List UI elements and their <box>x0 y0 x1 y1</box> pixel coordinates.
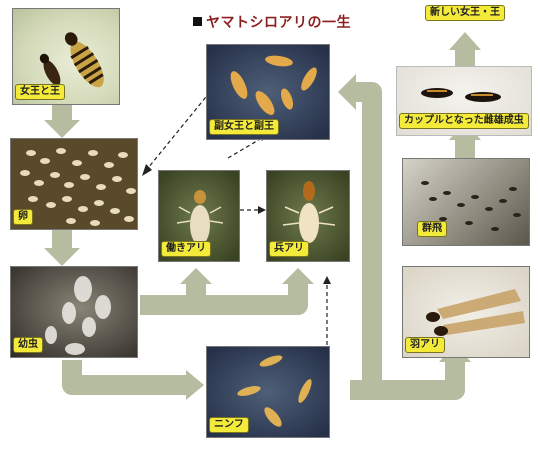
alates-illustration <box>426 289 525 336</box>
arrow-larva-to-worker-soldier <box>140 280 308 315</box>
label-secondary: 副女王と副王 <box>209 119 279 135</box>
photo-nymph: ニンフ <box>206 346 330 438</box>
label-swarm: 群飛 <box>417 221 447 237</box>
photo-eggs: 卵 <box>10 138 138 230</box>
arrowhead-worker <box>180 268 212 284</box>
dashed-secondary-to-egg <box>147 91 211 169</box>
flow-arrows <box>52 48 475 400</box>
nymph-illustration <box>237 355 312 427</box>
photo-secondary-royals: 副女王と副王 <box>206 44 330 140</box>
arrow-nymph-to-secondary <box>350 82 382 400</box>
arrow-larva-to-nymph <box>62 360 188 395</box>
queen-king-illustration <box>39 32 104 88</box>
label-larva: 幼虫 <box>13 337 43 353</box>
photo-worker: 働きアリ <box>158 170 240 262</box>
larvae-illustration <box>45 276 111 355</box>
arrowhead-secondary <box>338 74 356 110</box>
label-queen-king: 女王と王 <box>15 84 65 100</box>
arrowhead-nymph <box>186 370 204 400</box>
arrow-nymph-to-alate <box>372 360 465 400</box>
couple-illustration <box>421 88 501 102</box>
label-soldier: 兵アリ <box>269 241 309 257</box>
label-couple: カップルとなった雌雄成虫 <box>399 113 529 129</box>
label-egg: 卵 <box>13 209 33 225</box>
dashed-head-soldier-up <box>323 276 331 284</box>
photo-soldier: 兵アリ <box>266 170 350 262</box>
photo-queen-king: 女王と王 <box>12 8 120 105</box>
arrowhead-egg <box>44 120 80 138</box>
title-square-icon <box>193 17 202 26</box>
dashed-head-soldier <box>258 206 266 214</box>
eggs-illustration <box>20 148 136 226</box>
diagram-title: ヤマトシロアリの一生 <box>193 12 351 32</box>
label-worker: 働きアリ <box>161 241 211 257</box>
dashed-head-egg <box>142 164 152 176</box>
label-new-royals: 新しい女王・王 <box>425 5 505 21</box>
photo-swarm: 群飛 <box>402 158 530 246</box>
dashed-worker-to-secondary <box>227 137 263 159</box>
arrowhead-larva <box>44 248 80 266</box>
label-nymph: ニンフ <box>209 417 249 433</box>
secondary-royals-illustration <box>230 55 317 115</box>
photo-larvae: 幼虫 <box>10 266 138 358</box>
soldier-illustration <box>282 181 336 243</box>
label-alate: 羽アリ <box>405 337 445 353</box>
arrowhead-new-royals <box>449 32 481 50</box>
worker-illustration <box>176 190 224 245</box>
arrowhead-soldier <box>282 268 314 284</box>
photo-alates: 羽アリ <box>402 266 530 358</box>
title-text: ヤマトシロアリの一生 <box>206 15 351 31</box>
swarm-illustration <box>421 181 521 231</box>
photo-couple: カップルとなった雌雄成虫 <box>396 66 532 136</box>
dashed-arrows <box>147 91 328 345</box>
